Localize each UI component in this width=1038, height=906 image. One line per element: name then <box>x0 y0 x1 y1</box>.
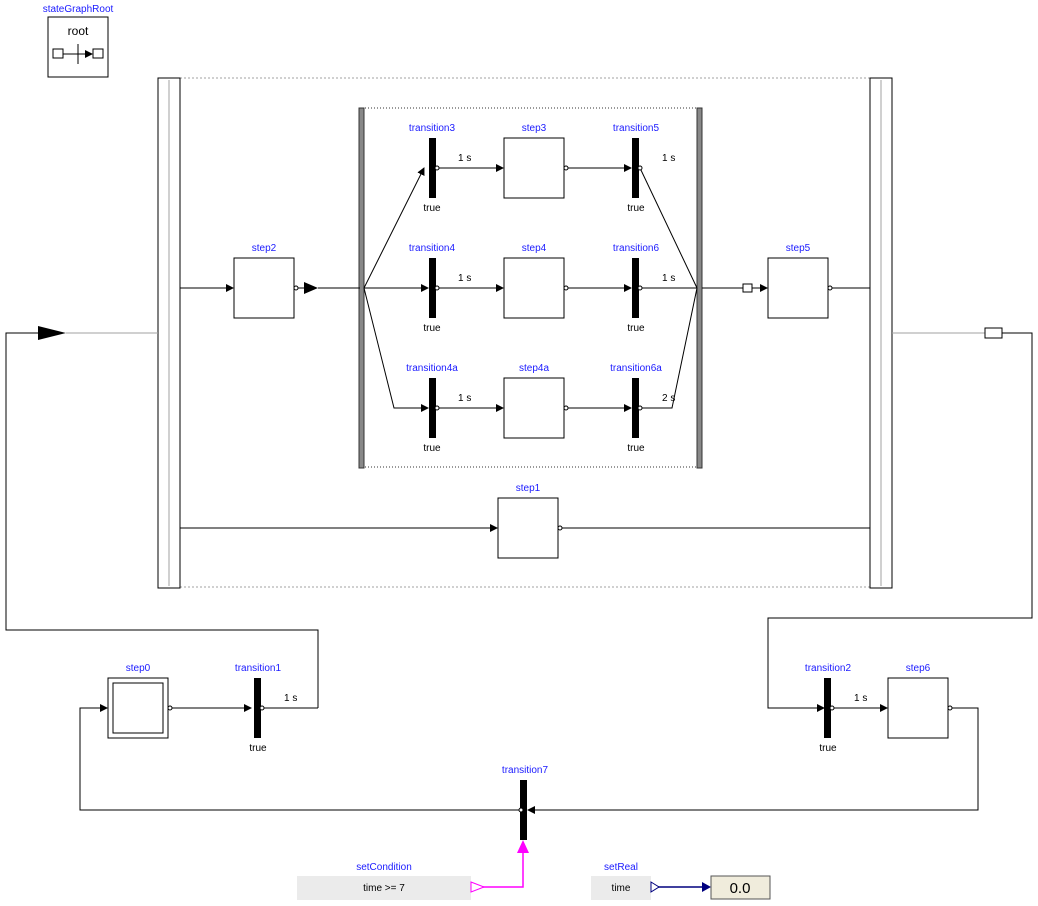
transition5-condition: true <box>627 203 645 214</box>
transition1[interactable]: transition1 1 s true <box>235 663 297 754</box>
transition3-delay: 1 s <box>458 153 471 164</box>
step1-label: step1 <box>516 483 541 494</box>
transition4a-label: transition4a <box>406 363 458 374</box>
outer-parallel[interactable] <box>157 77 893 589</box>
state-graph-root-name: stateGraphRoot <box>43 4 114 15</box>
set-real-expression: time <box>612 883 631 894</box>
step3[interactable]: step3 <box>503 123 569 199</box>
transition5-delay: 1 s <box>662 153 675 164</box>
state-graph-root[interactable]: stateGraphRoot root <box>43 4 114 78</box>
step0-label: step0 <box>126 663 151 674</box>
step4[interactable]: step4 <box>503 243 569 319</box>
transition6a[interactable]: transition6a 2 s true <box>610 363 675 454</box>
transition6[interactable]: transition6 1 s true <box>613 243 675 334</box>
transition2-delay: 1 s <box>854 693 867 704</box>
transition4-condition: true <box>423 323 441 334</box>
transition5[interactable]: transition5 1 s true <box>613 123 675 214</box>
transition2-label: transition2 <box>805 663 852 674</box>
state-graph-root-label: root <box>68 24 89 38</box>
step5[interactable]: step5 <box>767 243 833 319</box>
set-condition-name: setCondition <box>356 862 412 873</box>
transition1-condition: true <box>249 743 267 754</box>
transition4[interactable]: transition4 1 s true <box>409 243 471 334</box>
transition6a-label: transition6a <box>610 363 662 374</box>
real-value-display: 0.0 <box>710 875 771 900</box>
transition5-label: transition5 <box>613 123 660 134</box>
set-condition-block[interactable]: setCondition time >= 7 <box>297 862 486 900</box>
step4a[interactable]: step4a <box>503 363 569 439</box>
step2-label: step2 <box>252 243 277 254</box>
transition3-label: transition3 <box>409 123 456 134</box>
step4-label: step4 <box>522 243 547 254</box>
transition4a-delay: 1 s <box>458 393 471 404</box>
transition2[interactable]: transition2 1 s true <box>805 663 867 754</box>
transition6a-condition: true <box>627 443 645 454</box>
transition6-label: transition6 <box>613 243 660 254</box>
transition1-delay: 1 s <box>284 693 297 704</box>
step6[interactable]: step6 <box>887 663 953 739</box>
transition6a-delay: 2 s <box>662 393 675 404</box>
transition7[interactable]: transition7 <box>502 765 549 840</box>
transition2-condition: true <box>819 743 837 754</box>
inner-join-bar <box>696 107 703 469</box>
transition1-label: transition1 <box>235 663 282 674</box>
transition4a-condition: true <box>423 443 441 454</box>
step2[interactable]: step2 <box>233 243 299 319</box>
step4a-label: step4a <box>519 363 549 374</box>
set-real-block[interactable]: setReal time <box>591 862 660 900</box>
step0[interactable]: step0 <box>107 663 173 739</box>
transition6-condition: true <box>627 323 645 334</box>
transition4-delay: 1 s <box>458 273 471 284</box>
connections <box>5 164 1033 892</box>
transition4-label: transition4 <box>409 243 456 254</box>
set-condition-expression: time >= 7 <box>363 883 405 894</box>
step1[interactable]: step1 <box>497 483 563 559</box>
step6-label: step6 <box>906 663 931 674</box>
transition7-label: transition7 <box>502 765 549 776</box>
step5-label: step5 <box>786 243 811 254</box>
transition3-condition: true <box>423 203 441 214</box>
transition6-delay: 1 s <box>662 273 675 284</box>
transition4a[interactable]: transition4a 1 s true <box>406 363 471 454</box>
set-real-name: setReal <box>604 862 638 873</box>
transition3[interactable]: transition3 1 s true <box>409 123 471 214</box>
real-value-text: 0.0 <box>730 880 751 897</box>
step3-label: step3 <box>522 123 547 134</box>
